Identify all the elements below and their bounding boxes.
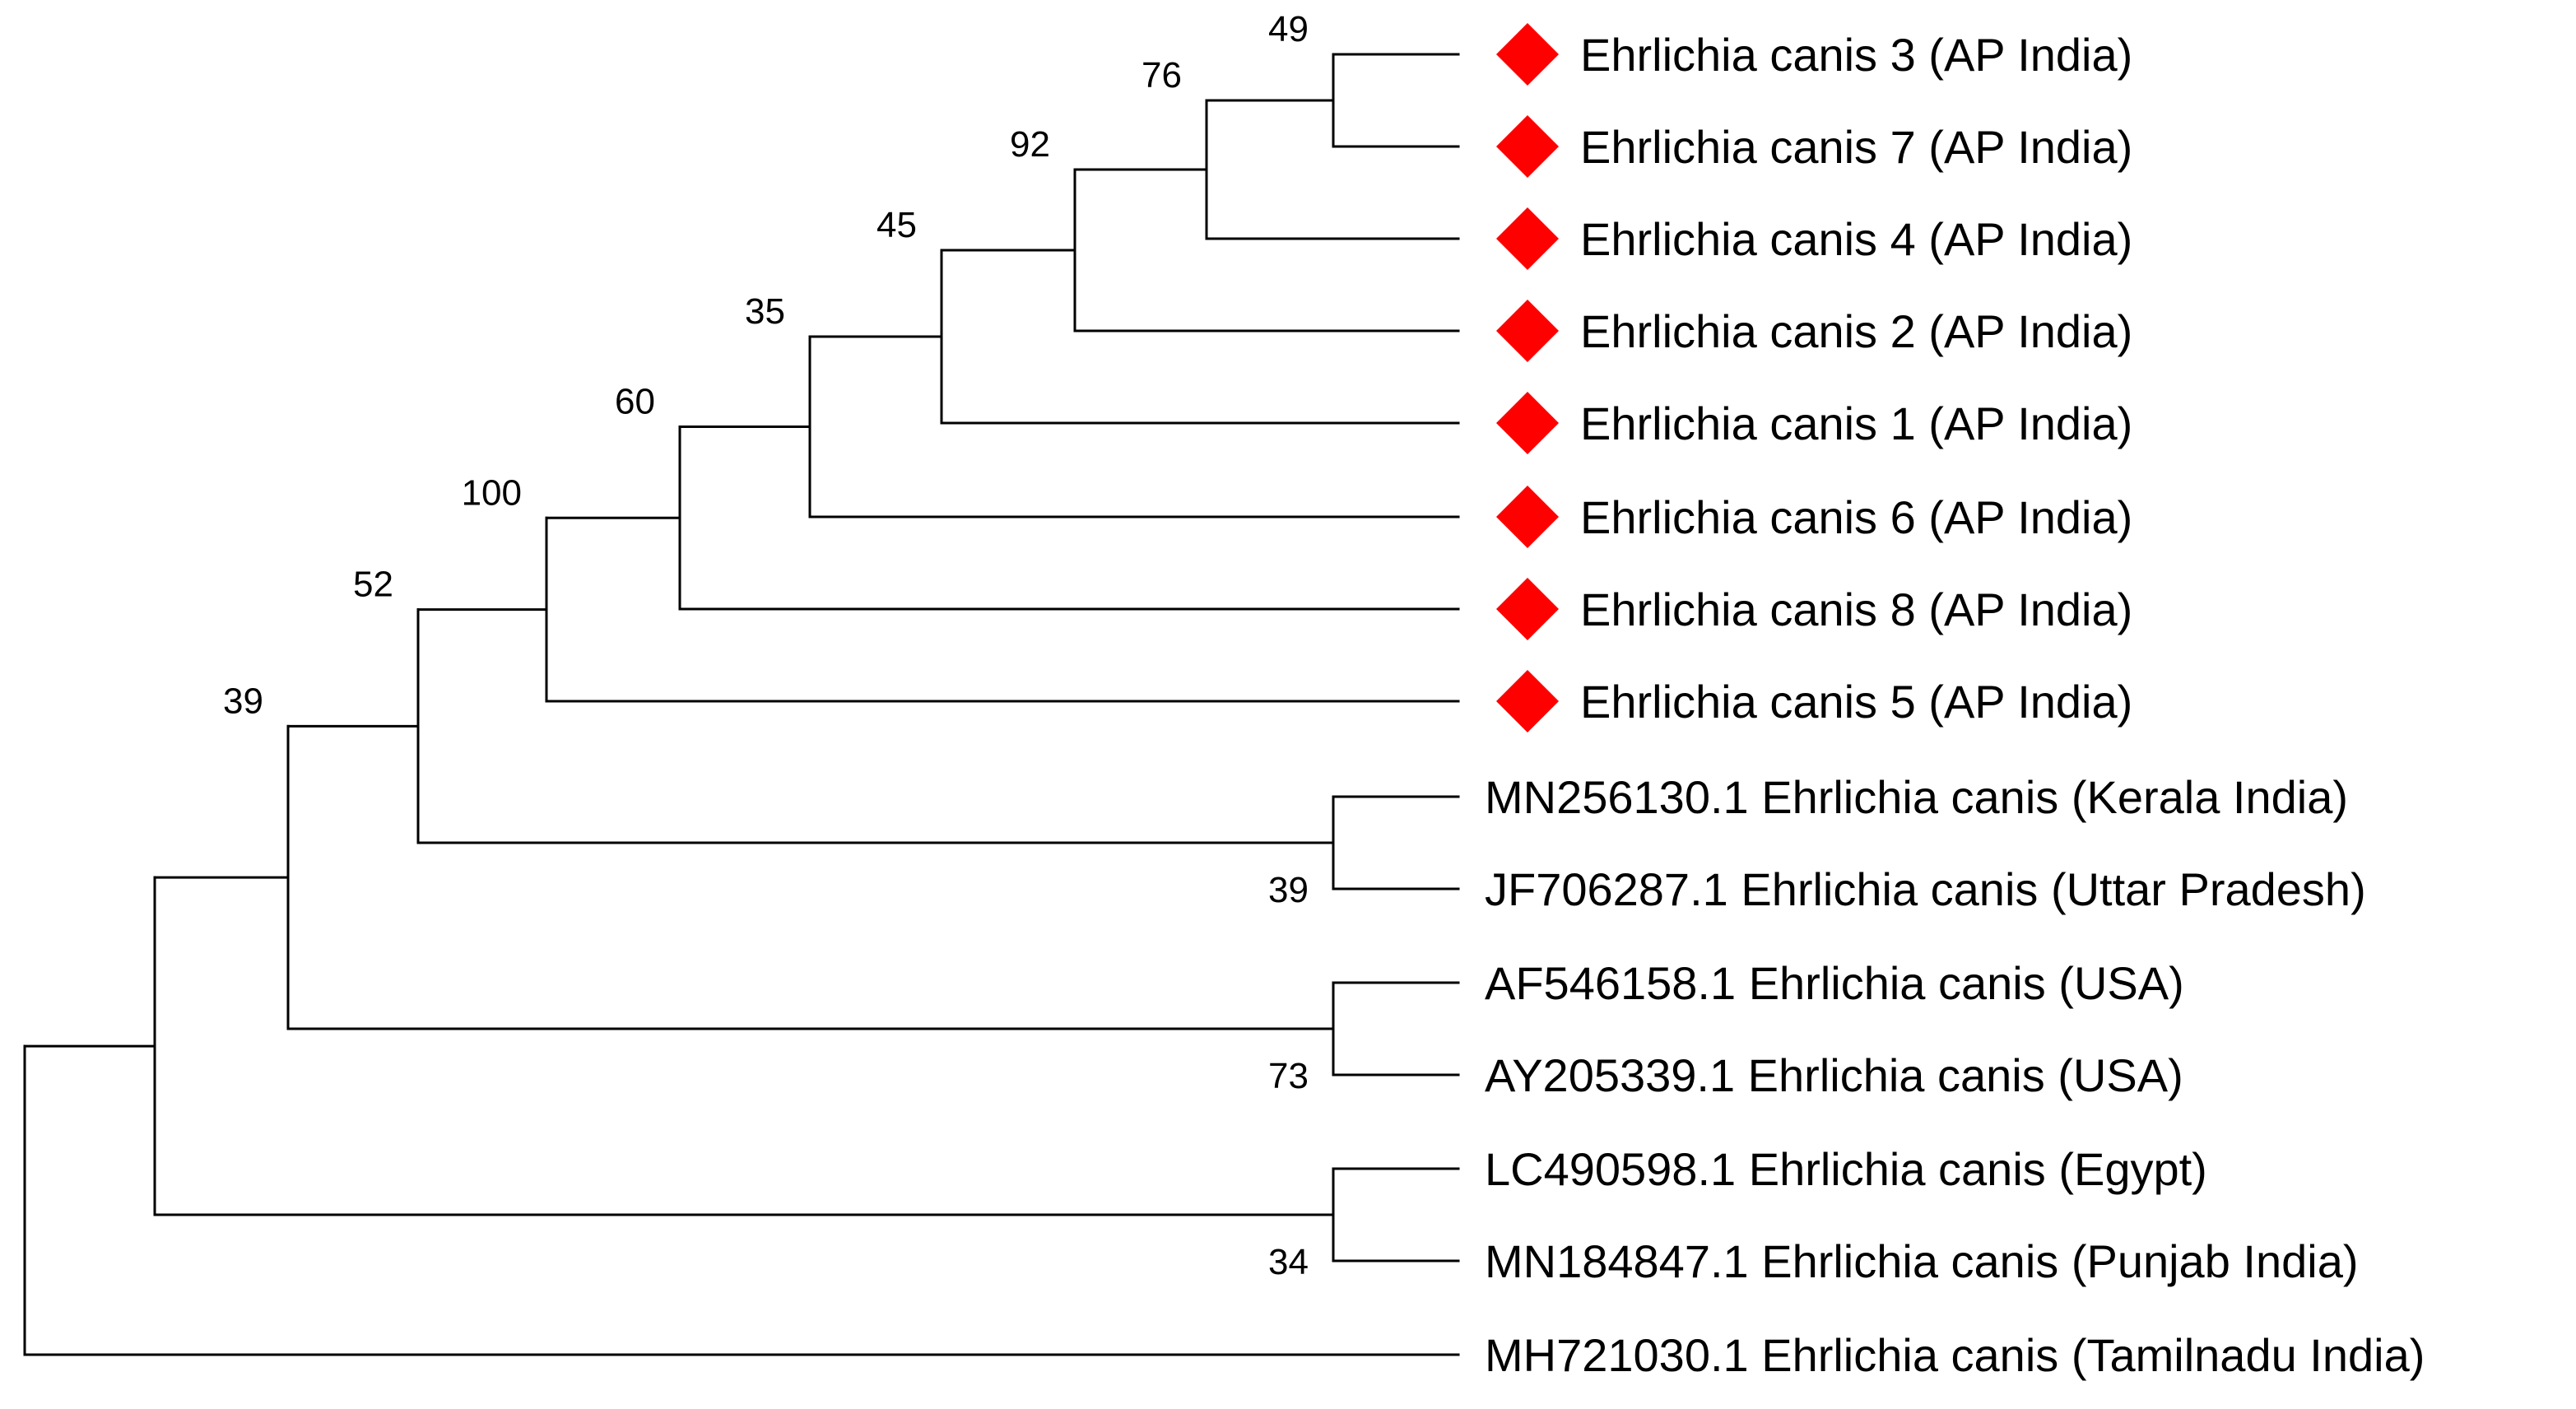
diamond-marker-icon	[1496, 670, 1559, 732]
sample-markers	[1496, 23, 1559, 732]
taxon-label: AF546158.1 Ehrlichia canis (USA)	[1485, 957, 2184, 1009]
diamond-marker-icon	[1496, 486, 1559, 548]
taxon-label: Ehrlichia canis 8 (AP India)	[1580, 584, 2132, 635]
taxon-label: MN184847.1 Ehrlichia canis (Punjab India…	[1485, 1235, 2358, 1287]
taxon-label: Ehrlichia canis 7 (AP India)	[1580, 121, 2132, 173]
taxon-label: MN256130.1 Ehrlichia canis (Kerala India…	[1485, 771, 2348, 823]
bootstrap-label: 39	[1268, 870, 1309, 910]
taxon-label: JF706287.1 Ehrlichia canis (Uttar Prades…	[1485, 863, 2366, 915]
bootstrap-label: 60	[615, 382, 655, 422]
diamond-marker-icon	[1496, 300, 1559, 362]
diamond-marker-icon	[1496, 578, 1559, 640]
bootstrap-label: 76	[1142, 55, 1182, 95]
bootstrap-label: 49	[1268, 9, 1309, 49]
taxon-label: LC490598.1 Ehrlichia canis (Egypt)	[1485, 1143, 2207, 1195]
taxon-label: Ehrlichia canis 2 (AP India)	[1580, 305, 2132, 357]
bootstrap-label: 39	[223, 681, 263, 721]
taxon-label: Ehrlichia canis 3 (AP India)	[1580, 29, 2132, 81]
taxon-label: AY205339.1 Ehrlichia canis (USA)	[1485, 1049, 2183, 1101]
diamond-marker-icon	[1496, 392, 1559, 454]
bootstrap-label: 100	[462, 472, 522, 513]
taxon-labels: Ehrlichia canis 3 (AP India) Ehrlichia ca…	[1485, 29, 2425, 1381]
bootstrap-label: 45	[876, 205, 917, 245]
taxon-label: MH721030.1 Ehrlichia canis (Tamilnadu In…	[1485, 1329, 2425, 1381]
taxon-label: Ehrlichia canis 1 (AP India)	[1580, 398, 2132, 449]
taxon-label: Ehrlichia canis 4 (AP India)	[1580, 213, 2132, 265]
bootstrap-label: 92	[1010, 124, 1050, 165]
tree-branches	[23, 53, 1460, 1356]
diamond-marker-icon	[1496, 207, 1559, 270]
diamond-marker-icon	[1496, 23, 1559, 86]
taxon-label: Ehrlichia canis 5 (AP India)	[1580, 676, 2132, 728]
diamond-marker-icon	[1496, 115, 1559, 178]
bootstrap-label: 35	[745, 291, 785, 332]
taxon-label: Ehrlichia canis 6 (AP India)	[1580, 491, 2132, 543]
bootstrap-label: 73	[1268, 1056, 1309, 1096]
bootstrap-values: 49 76 92 45 35 60 100 39 52 73 39 34	[223, 9, 1309, 1282]
bootstrap-label: 34	[1268, 1242, 1309, 1282]
bootstrap-label: 52	[353, 565, 393, 605]
